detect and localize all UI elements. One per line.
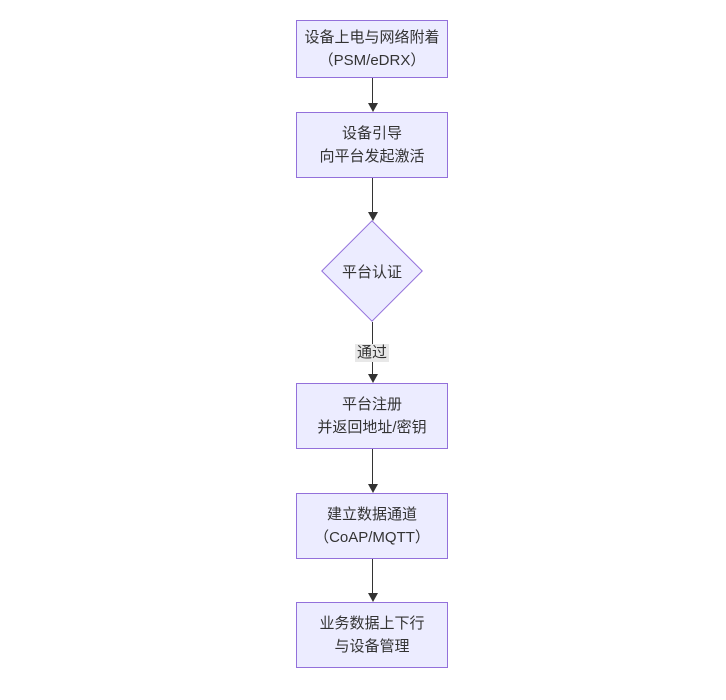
node-text-line: 平台注册 bbox=[341, 396, 402, 413]
node-text-line: 向平台发起激活 bbox=[319, 148, 425, 165]
node-business-data-device-mgmt: 业务数据上下行 与设备管理 bbox=[296, 602, 448, 668]
node-platform-register: 平台注册 并返回地址/密钥 bbox=[296, 383, 448, 449]
node-text-line: 设备引导 bbox=[341, 125, 402, 142]
node-text-line: 与设备管理 bbox=[334, 638, 410, 655]
node-platform-auth-decision: 平台认证 bbox=[321, 220, 423, 322]
arrowhead-icon bbox=[368, 593, 378, 602]
node-text-line: 设备上电与网络附着 bbox=[304, 29, 440, 46]
node-text-line: （PSM/eDRX） bbox=[318, 52, 426, 69]
arrowhead-icon bbox=[368, 374, 378, 383]
node-text-line: 平台认证 bbox=[341, 263, 402, 281]
edge-line-b-c bbox=[372, 178, 373, 212]
node-text-line: 业务数据上下行 bbox=[319, 615, 425, 632]
node-data-channel: 建立数据通道 （CoAP/MQTT） bbox=[296, 493, 448, 559]
edge-line-d-e bbox=[372, 449, 373, 484]
node-text-line: （CoAP/MQTT） bbox=[314, 529, 430, 546]
node-text-line: 建立数据通道 bbox=[326, 506, 417, 523]
arrowhead-icon bbox=[368, 484, 378, 493]
node-power-on-network-attach: 设备上电与网络附着 （PSM/eDRX） bbox=[296, 20, 448, 78]
node-device-bootstrap: 设备引导 向平台发起激活 bbox=[296, 112, 448, 178]
edge-line-a-b bbox=[372, 78, 373, 103]
arrowhead-icon bbox=[368, 103, 378, 112]
edge-line-e-f bbox=[372, 559, 373, 593]
node-text-line: 并返回地址/密钥 bbox=[317, 419, 427, 436]
arrowhead-icon bbox=[368, 212, 378, 221]
edge-label-pass: 通过 bbox=[354, 344, 390, 362]
